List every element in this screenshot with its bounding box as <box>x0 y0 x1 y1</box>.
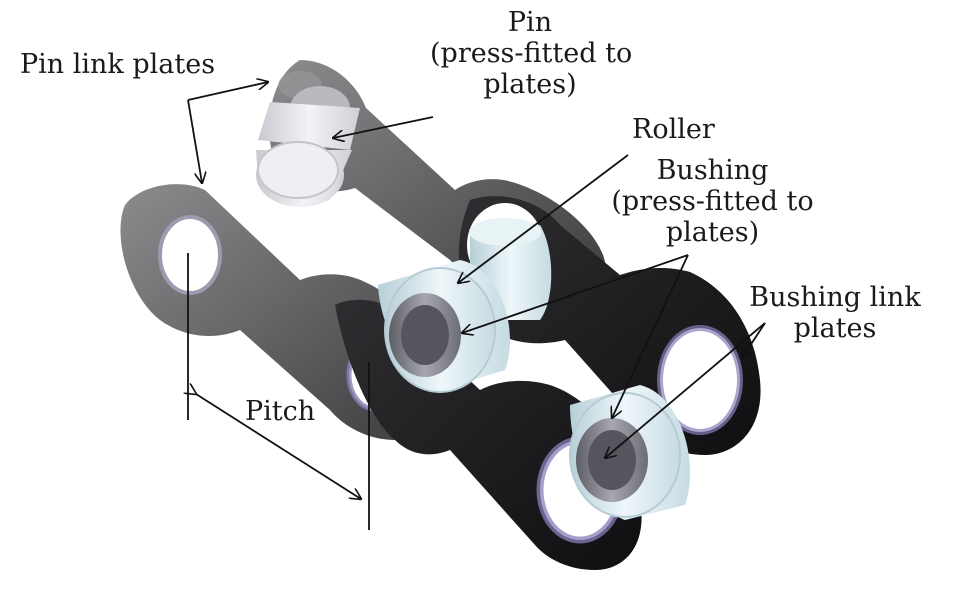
bushing-link-plates-arrow-upper <box>605 322 766 458</box>
bushing-link-plates-arrow-lower <box>742 322 766 358</box>
bushing-label-line1: Bushing <box>656 155 769 186</box>
bushing-label-line3: plates) <box>665 217 760 248</box>
pin-link-plates-arrow-lower <box>187 99 202 183</box>
pin-part <box>256 86 360 207</box>
leader-lines <box>187 82 766 530</box>
pin-label-line1: Pin <box>507 7 553 38</box>
pin-arrow <box>333 116 434 138</box>
pitch-dimension-arrow <box>196 394 361 499</box>
roller-label: Roller <box>632 114 715 145</box>
pin-label: Pin (press-fitted to plates) <box>430 7 633 100</box>
bushing-label: Bushing (press-fitted to plates) <box>610 155 815 248</box>
front-roller-lower <box>569 385 690 520</box>
bushing-arrow-lower <box>612 254 689 418</box>
bushing-link-plates-line2: plates <box>793 313 877 344</box>
bushing-link-plates-line1: Bushing link <box>749 282 921 313</box>
bushing-label-line2: (press-fitted to <box>611 186 814 217</box>
bushing-link-plates-label: Bushing link plates <box>745 282 925 344</box>
pin-link-plates-arrow-upper <box>187 82 268 101</box>
pin-label-line3: plates) <box>483 69 577 100</box>
roller-arrow <box>458 154 629 283</box>
pin-link-plates-label: Pin link plates <box>20 49 216 80</box>
pitch-label: Pitch <box>245 396 316 427</box>
bushing-arrow-upper <box>462 254 689 333</box>
pin-label-line2: (press-fitted to <box>430 38 633 69</box>
front-roller-upper <box>378 260 510 393</box>
